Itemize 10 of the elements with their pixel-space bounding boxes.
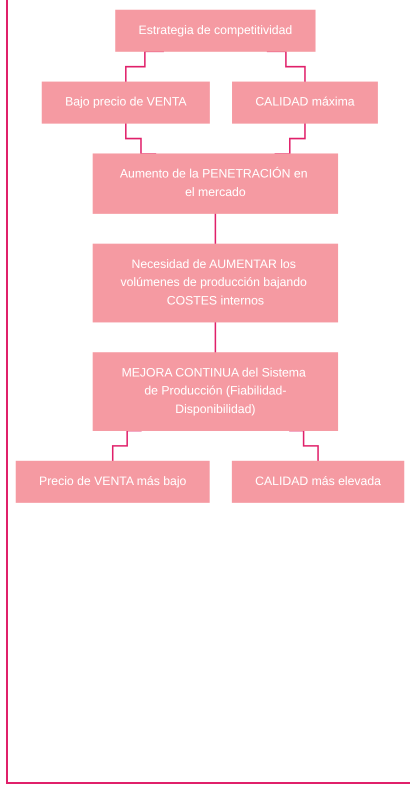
node-box: CALIDAD más elevada xyxy=(232,460,404,503)
node-box: Aumento de la PENETRACIÓN en el mercado xyxy=(92,153,338,214)
connector xyxy=(214,212,216,245)
node-box: MEJORA CONTINUA del Sistema de Producción (Fiabilidad-Disponibilidad) xyxy=(92,352,338,431)
node-box: Necesidad de AUMENTAR los volúmenes de producción bajando COSTES internos xyxy=(92,244,338,322)
node-box: Estrategia de competitividad xyxy=(115,10,316,52)
node-box: Bajo precio de VENTA xyxy=(42,82,210,124)
node-box: CALIDAD máxima xyxy=(232,82,378,124)
connector xyxy=(214,321,216,354)
node-box: Precio de VENTA más bajo xyxy=(16,460,210,503)
